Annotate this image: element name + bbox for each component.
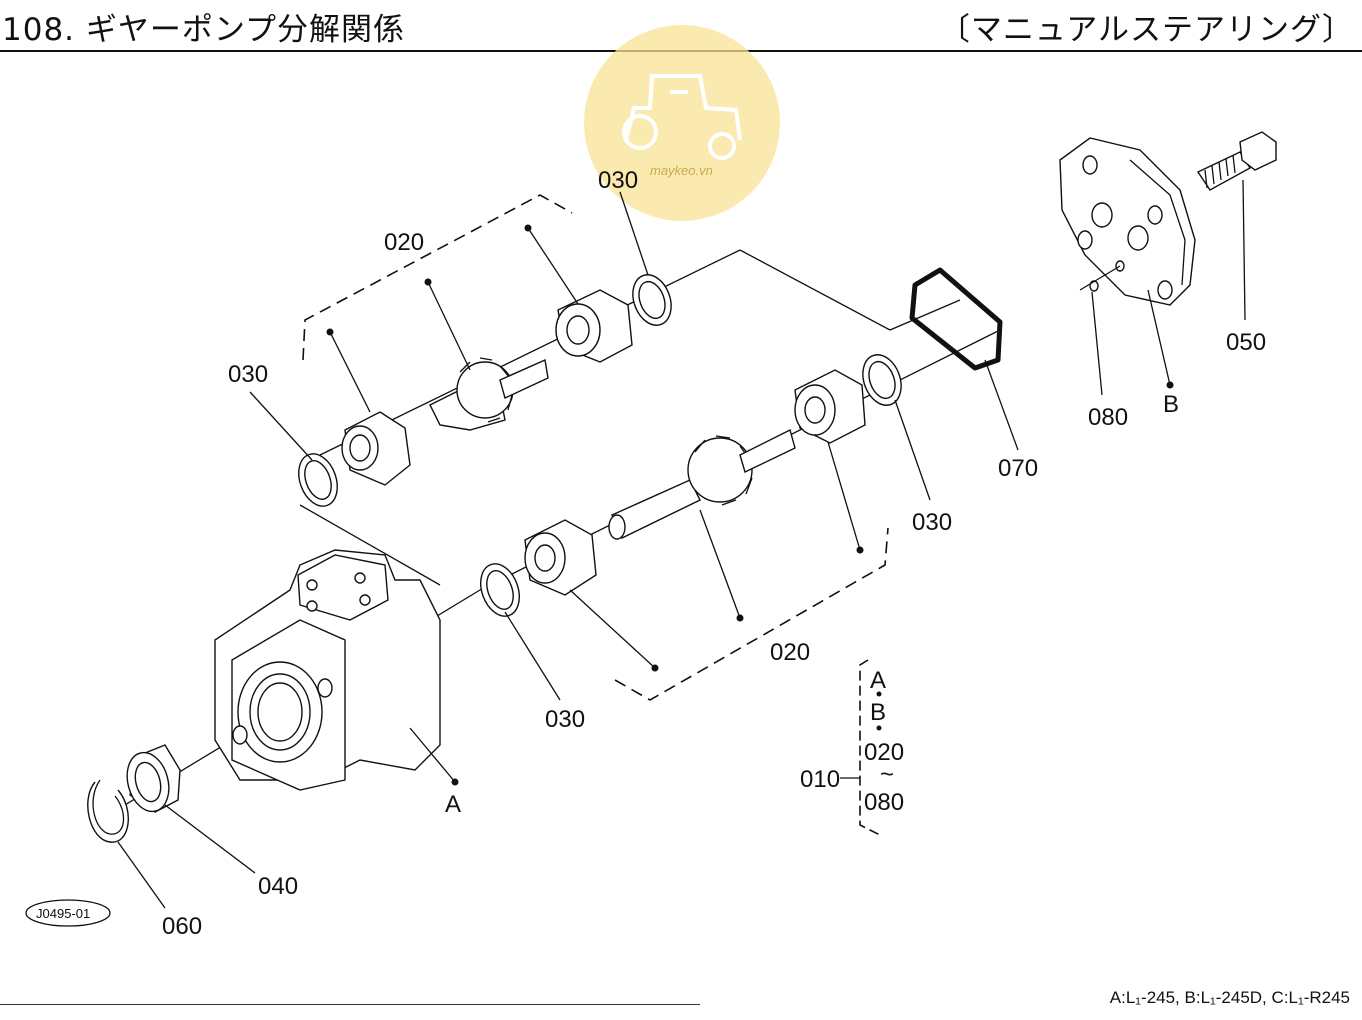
label-080: 080 <box>1088 404 1128 431</box>
label-060: 060 <box>162 913 202 940</box>
cover-plate <box>1059 137 1196 306</box>
assembly-line-4: 080 <box>864 789 904 816</box>
leader-dots <box>326 224 1174 786</box>
footer-rule <box>0 1004 700 1005</box>
drive-gear-shaft <box>608 428 796 540</box>
seal-ring-bottom <box>480 563 520 617</box>
assembly-ref: 010 <box>800 766 840 793</box>
pump-housing <box>214 549 441 791</box>
label-020-lower: 020 <box>770 639 810 666</box>
watermark: maykeo.vn <box>584 25 780 221</box>
lower-right-bushing <box>794 369 866 444</box>
label-020-upper: 020 <box>384 229 424 256</box>
snap-ring <box>87 779 129 843</box>
o-ring <box>909 267 1003 371</box>
tractor-logo-icon <box>622 74 742 160</box>
label-040: 040 <box>258 873 298 900</box>
label-030-bottom: 030 <box>545 706 585 733</box>
label-070: 070 <box>998 455 1038 482</box>
label-A: A <box>445 791 461 818</box>
assembly-line-1: A <box>870 667 886 694</box>
label-030-right: 030 <box>912 509 952 536</box>
model-footnote: A:L₁-245, B:L₁-245D, C:L₁-R245 <box>1109 988 1350 1007</box>
watermark-text: maykeo.vn <box>650 163 713 178</box>
upper-right-bushing <box>555 289 633 363</box>
lower-left-bushing <box>524 519 597 596</box>
dowel-pin <box>1089 280 1099 292</box>
leader-lines <box>117 179 1246 909</box>
bolt <box>1196 131 1277 191</box>
assembly-bracket: A B 020 ~ 080 010 <box>800 659 904 836</box>
label-030-top: 030 <box>598 167 638 194</box>
page-subtitle: 〔マニュアルステアリング〕 <box>938 12 1354 48</box>
seal-ring-right <box>862 354 902 406</box>
drawing-number: J0495-01 <box>25 899 111 927</box>
label-B: B <box>1163 391 1179 418</box>
seal-ring-top <box>632 274 672 326</box>
lower-gear-bracket <box>614 527 889 701</box>
upper-left-bushing <box>341 411 411 486</box>
assembly-line-2: B <box>870 699 886 726</box>
assembly-tilde: ~ <box>880 761 894 788</box>
assembly-line-3: 020 <box>864 739 904 766</box>
seal-ring-left <box>298 453 338 507</box>
label-030-left: 030 <box>228 361 268 388</box>
upper-gear <box>429 357 549 431</box>
label-050: 050 <box>1226 329 1266 356</box>
oil-seal <box>126 744 181 813</box>
upper-gear-bracket <box>302 194 573 361</box>
page-title: 108. ギヤーポンプ分解関係 <box>2 12 405 48</box>
drawing-number-text: J0495-01 <box>36 906 90 921</box>
